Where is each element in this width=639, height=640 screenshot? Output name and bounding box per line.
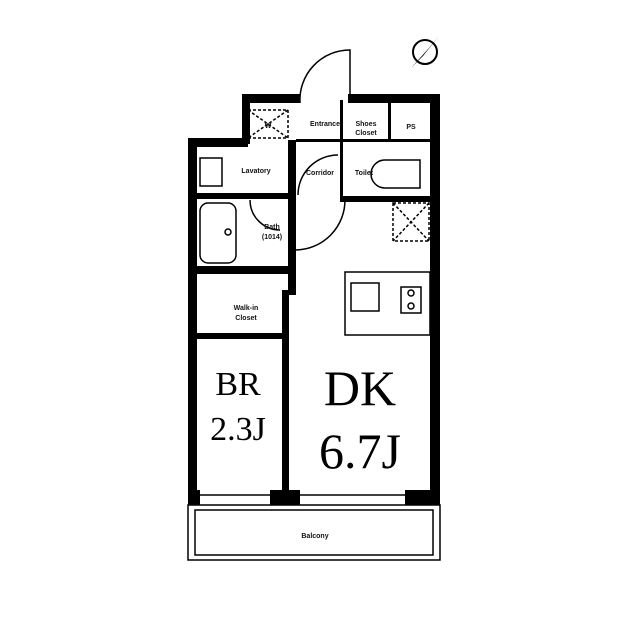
north-arrow-icon: [411, 36, 439, 68]
dk-door: [295, 199, 346, 251]
bath-door: [249, 199, 281, 231]
washer-space: [247, 109, 289, 139]
refrigerator-space: [392, 202, 430, 242]
room-label-lavatory: Lavatory: [241, 168, 270, 175]
toilet-fixture: [370, 159, 421, 189]
room-label-wic-1: Walk-in: [234, 305, 259, 312]
lavatory-sink: [199, 157, 223, 187]
room-label-bath-1: Bath: [264, 224, 280, 231]
bathtub: [199, 202, 237, 264]
room-label-bath-2: (1014): [262, 234, 282, 241]
room-label-shoes-closet-2: Closet: [355, 130, 377, 137]
kitchen-counter: [344, 271, 431, 336]
fixtures: [187, 49, 441, 561]
corridor-door: [297, 154, 339, 196]
kitchen-sink: [350, 282, 380, 312]
entrance-door: [299, 49, 351, 104]
room-label-br-name: BR: [215, 366, 261, 403]
room-label-shoes-closet-1: Shoes: [355, 121, 376, 128]
room-label-dk-name: DK: [324, 360, 396, 416]
balcony-outline: [187, 504, 441, 561]
room-label-dk-size: 6.7J: [319, 423, 401, 479]
room-label-balcony: Balcony: [301, 533, 328, 540]
room-label-corridor: Corridor: [306, 170, 334, 177]
room-label-ps: PS: [406, 124, 416, 131]
room-label-entrance: Entrance: [310, 121, 340, 128]
room-label-wic-2: Closet: [235, 315, 257, 322]
room-label-toilet: Toilet: [355, 170, 374, 177]
room-label-br-size: 2.3J: [210, 411, 266, 448]
stove: [400, 286, 422, 314]
room-label-w: W: [265, 123, 272, 130]
